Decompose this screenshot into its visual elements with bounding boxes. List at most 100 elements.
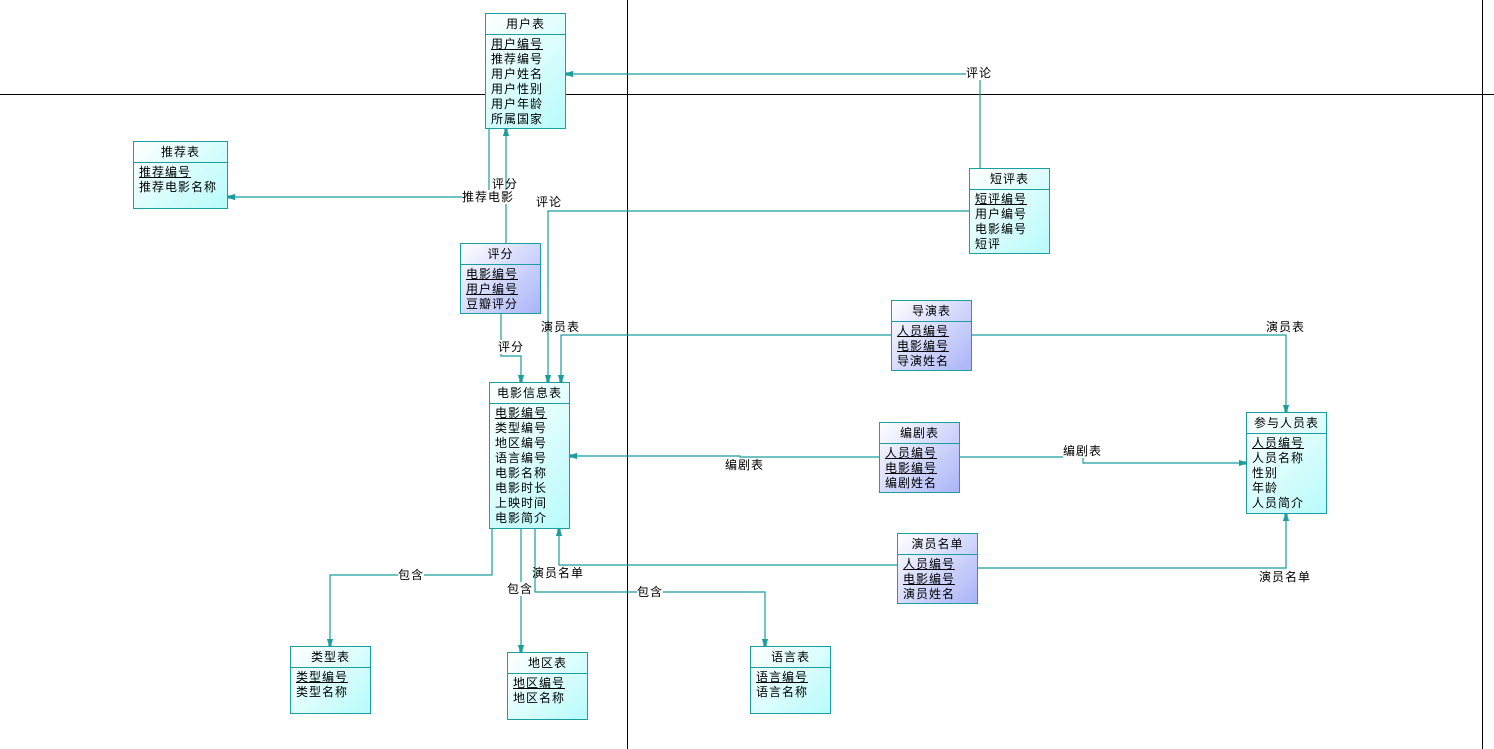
entity-person-table[interactable]: 参与人员表人员编号人员名称性别年龄人员简介 <box>1246 412 1327 514</box>
attribute: 推荐编号 <box>491 52 544 66</box>
attribute: 性别 <box>1252 466 1279 480</box>
connector-writer-person[interactable] <box>960 456 1247 467</box>
entity-title: 语言表 <box>751 647 830 668</box>
rel-label-movie-language: 包含 <box>637 585 664 599</box>
attribute-list: 人员编号电影编号编剧姓名 <box>880 444 959 493</box>
attribute-list: 语言编号语言名称 <box>751 668 830 702</box>
rel-label-rating-movie: 评分 <box>498 340 525 354</box>
attribute: 语言编号 <box>495 451 548 465</box>
entity-title: 评分 <box>461 244 540 265</box>
entity-writer-table[interactable]: 编剧表人员编号电影编号编剧姓名 <box>879 422 960 493</box>
primary-key-attribute: 用户编号 <box>466 282 519 296</box>
attribute: 电影时长 <box>495 481 548 495</box>
connector-movie-genre[interactable] <box>326 529 493 647</box>
attribute: 上映时间 <box>495 496 548 510</box>
attribute: 地区编号 <box>495 436 548 450</box>
primary-key-attribute: 推荐编号 <box>139 165 192 179</box>
rel-label-actor-movie: 演员名单 <box>532 566 585 580</box>
attribute: 短评 <box>975 237 1002 251</box>
connector-director-movie[interactable] <box>557 334 891 383</box>
connector-user-recommend[interactable] <box>227 129 490 201</box>
attribute: 用户年龄 <box>491 97 544 111</box>
entity-actor-list-table[interactable]: 演员名单人员编号电影编号演员姓名 <box>897 533 978 604</box>
entity-title: 演员名单 <box>898 534 977 555</box>
attribute: 推荐电影名称 <box>139 180 218 194</box>
primary-key-attribute: 电影编号 <box>885 461 938 475</box>
entity-title: 电影信息表 <box>490 383 569 404</box>
rel-label-review-movie: 评论 <box>536 195 563 209</box>
rel-label-writer-person: 编剧表 <box>1063 444 1103 458</box>
connector-writer-movie[interactable] <box>569 452 879 460</box>
attribute-list: 短评编号用户编号电影编号短评 <box>970 190 1049 254</box>
connector-review-user[interactable] <box>565 70 981 168</box>
rel-label-director-movie: 演员表 <box>541 320 581 334</box>
attribute-list: 类型编号类型名称 <box>291 668 370 702</box>
entity-recommend-table[interactable]: 推荐表推荐编号推荐电影名称 <box>133 141 228 209</box>
entity-region-table[interactable]: 地区表地区编号地区名称 <box>507 652 588 720</box>
connector-review-movie[interactable] <box>544 210 969 383</box>
connector-actor-movie[interactable] <box>555 528 897 566</box>
attribute: 所属国家 <box>491 112 544 126</box>
rel-label-movie-region: 包含 <box>507 582 534 596</box>
primary-key-attribute: 人员编号 <box>897 324 950 338</box>
primary-key-attribute: 短评编号 <box>975 192 1028 206</box>
rel-label-actor-person: 演员名单 <box>1259 570 1312 584</box>
attribute-list: 用户编号推荐编号用户姓名用户性别用户年龄所属国家 <box>486 35 565 129</box>
rel-label-user-recommend: 推荐电影 <box>462 190 515 204</box>
attribute: 电影简介 <box>495 511 548 525</box>
rel-label-movie-genre: 包含 <box>398 568 425 582</box>
entity-title: 类型表 <box>291 647 370 668</box>
attribute: 编剧姓名 <box>885 476 938 490</box>
primary-key-attribute: 人员编号 <box>903 557 956 571</box>
primary-key-attribute: 人员编号 <box>885 446 938 460</box>
attribute: 用户性别 <box>491 82 544 96</box>
attribute: 用户姓名 <box>491 67 544 81</box>
entity-title: 编剧表 <box>880 423 959 444</box>
attribute: 导演姓名 <box>897 354 950 368</box>
attribute: 类型编号 <box>495 421 548 435</box>
entity-user-table[interactable]: 用户表用户编号推荐编号用户姓名用户性别用户年龄所属国家 <box>485 13 566 129</box>
primary-key-attribute: 类型编号 <box>296 670 349 684</box>
entity-title: 导演表 <box>892 301 971 322</box>
attribute-list: 人员编号电影编号演员姓名 <box>898 555 977 604</box>
entity-title: 短评表 <box>970 169 1049 190</box>
attribute-list: 电影编号用户编号豆瓣评分 <box>461 265 540 314</box>
attribute: 电影名称 <box>495 466 548 480</box>
rel-label-rating-user: 评分 <box>492 177 519 191</box>
attribute-list: 人员编号人员名称性别年龄人员简介 <box>1247 434 1326 513</box>
entity-director-table[interactable]: 导演表人员编号电影编号导演姓名 <box>891 300 972 371</box>
attribute: 用户编号 <box>975 207 1028 221</box>
primary-key-attribute: 电影编号 <box>903 572 956 586</box>
attribute: 人员名称 <box>1252 451 1305 465</box>
entity-movie-table[interactable]: 电影信息表电影编号类型编号地区编号语言编号电影名称电影时长上映时间电影简介 <box>489 382 570 529</box>
primary-key-attribute: 语言编号 <box>756 670 809 684</box>
connector-rating-movie[interactable] <box>500 314 525 383</box>
attribute: 年龄 <box>1252 481 1279 495</box>
attribute: 演员姓名 <box>903 587 956 601</box>
attribute: 豆瓣评分 <box>466 297 519 311</box>
attribute: 地区名称 <box>513 691 566 705</box>
entity-rating-table[interactable]: 评分电影编号用户编号豆瓣评分 <box>460 243 541 314</box>
entity-review-table[interactable]: 短评表短评编号用户编号电影编号短评 <box>969 168 1050 254</box>
entity-genre-table[interactable]: 类型表类型编号类型名称 <box>290 646 371 714</box>
attribute: 语言名称 <box>756 685 809 699</box>
connector-director-person[interactable] <box>972 334 1290 413</box>
primary-key-attribute: 地区编号 <box>513 676 566 690</box>
attribute-list: 电影编号类型编号地区编号语言编号电影名称电影时长上映时间电影简介 <box>490 404 569 528</box>
primary-key-attribute: 电影编号 <box>466 267 519 281</box>
entity-language-table[interactable]: 语言表语言编号语言名称 <box>750 646 831 714</box>
entity-title: 推荐表 <box>134 142 227 163</box>
entity-title: 用户表 <box>486 14 565 35</box>
primary-key-attribute: 电影编号 <box>897 339 950 353</box>
connector-actor-person[interactable] <box>978 513 1290 569</box>
primary-key-attribute: 电影编号 <box>495 406 548 420</box>
attribute: 类型名称 <box>296 685 349 699</box>
rel-label-writer-movie: 编剧表 <box>725 458 765 472</box>
entity-title: 参与人员表 <box>1247 413 1326 434</box>
attribute: 人员简介 <box>1252 496 1305 510</box>
primary-key-attribute: 人员编号 <box>1252 436 1305 450</box>
rel-label-review-user: 评论 <box>966 66 993 80</box>
attribute-list: 地区编号地区名称 <box>508 674 587 708</box>
rel-label-director-person: 演员表 <box>1266 320 1306 334</box>
